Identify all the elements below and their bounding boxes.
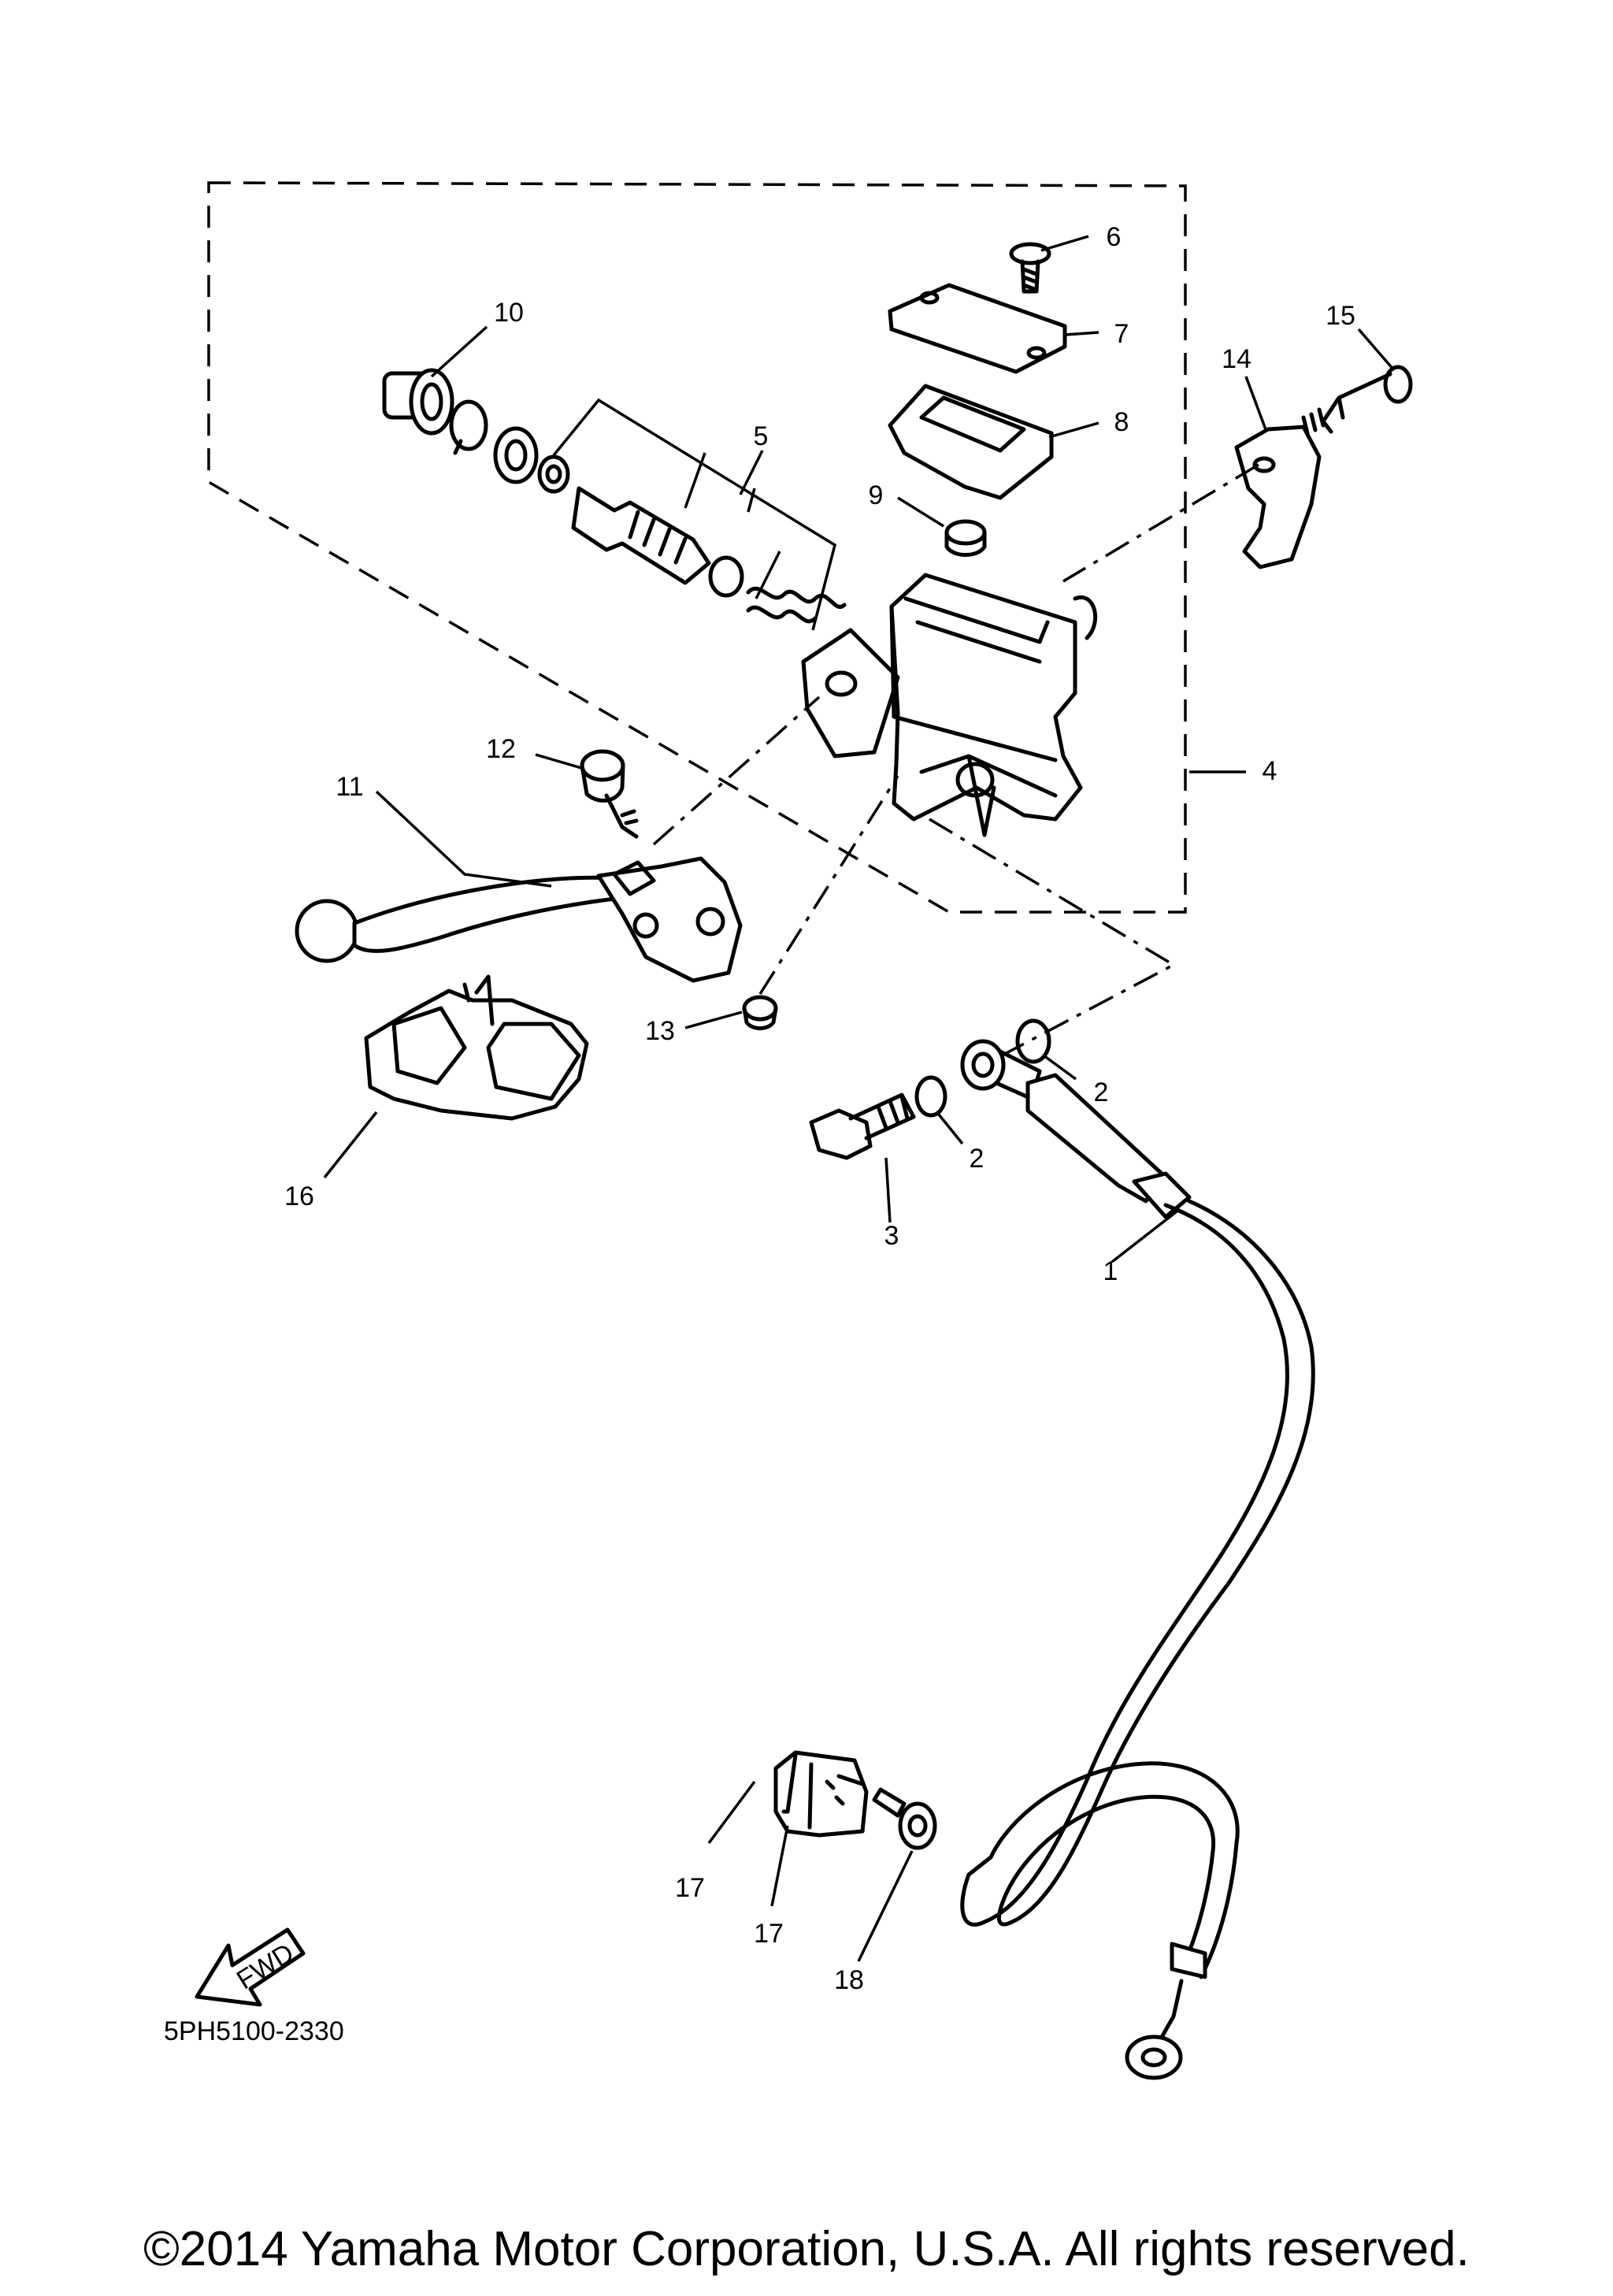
guide-screw-part	[872, 1787, 937, 1850]
float-part	[944, 519, 987, 557]
brake-lever-part	[295, 856, 743, 983]
holder-part	[1234, 425, 1322, 569]
callout-5: 5	[754, 421, 769, 451]
seal-part	[493, 426, 539, 484]
leader-lines	[323, 235, 1396, 1962]
callout-17: 17	[754, 1919, 784, 1949]
callout-6: 6	[1107, 222, 1122, 252]
callout-9: 9	[869, 480, 884, 510]
holder-bolt-part	[1301, 365, 1413, 436]
callout-11: 11	[336, 772, 363, 802]
circlip-part	[449, 399, 488, 455]
callout-2: 2	[1094, 1078, 1109, 1107]
callout-3: 3	[884, 1221, 899, 1251]
hose-guide-part	[773, 1750, 869, 1838]
callout-18: 18	[834, 1965, 864, 1995]
piston-kit-leader	[739, 450, 764, 495]
callout-12: 12	[486, 734, 516, 764]
callout-16: 16	[284, 1181, 314, 1211]
diagram-code: 5PH5100-2330	[164, 2016, 344, 2046]
copper-washer-part	[914, 1075, 947, 1118]
callout-2: 2	[970, 1144, 984, 1174]
holder-centerline	[1062, 463, 1259, 583]
bleed-centerline	[758, 775, 899, 995]
forward-direction-arrow: FWD	[195, 1927, 306, 2007]
callout-4: 4	[1263, 756, 1277, 786]
callout-15: 15	[1326, 301, 1355, 331]
piston-kit-bracket	[552, 398, 837, 631]
cap-screw-part	[1009, 242, 1051, 294]
union-bolt-part	[809, 1092, 916, 1160]
copper-washer-part	[1015, 1018, 1051, 1064]
callout-14: 14	[1222, 344, 1251, 374]
copyright-notice: ©2014 Yamaha Motor Corporation, U.S.A. A…	[143, 2222, 1470, 2276]
assembly-boundary	[207, 181, 1187, 914]
callout-10: 10	[494, 298, 524, 328]
dust-boot-part	[382, 368, 454, 436]
master-cylinder-body-part	[801, 573, 1098, 837]
reservoir-cap-part	[888, 283, 1067, 374]
diaphragm-part	[888, 384, 1054, 500]
outlet-centerline	[929, 818, 1177, 1057]
callout-13: 13	[645, 1016, 675, 1046]
lever-cover-part	[364, 974, 589, 1121]
bleed-nut-part	[742, 995, 778, 1030]
pivot-centerline	[652, 695, 821, 846]
pivot-bolt-part	[580, 749, 639, 839]
callout-8: 8	[1114, 407, 1129, 437]
piston-kit-part	[537, 454, 847, 624]
callout-1: 1	[1103, 1256, 1118, 1286]
callout-7: 7	[1114, 319, 1129, 349]
brake-hose-part	[960, 1039, 1315, 2080]
callout-17: 17	[675, 1873, 705, 1903]
